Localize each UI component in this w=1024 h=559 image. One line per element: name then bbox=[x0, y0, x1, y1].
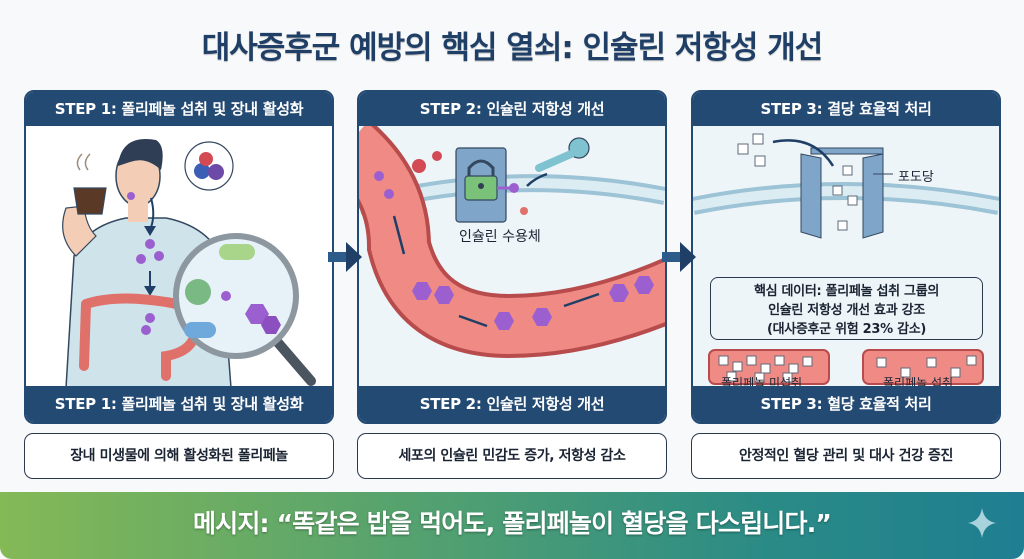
step-1-footer: STEP 1: 폴리페놀 섭취 및 장내 활성화 bbox=[26, 386, 332, 422]
key-data-line-1: 핵심 데이터: 폴리페놀 섭취 그룹의 bbox=[753, 284, 940, 299]
berries-icon bbox=[184, 141, 234, 191]
receptor-label: 인슐린 수용체 bbox=[459, 229, 541, 245]
step-2-footer: STEP 2: 인슐린 저항성 개선 bbox=[359, 386, 665, 422]
key-data-line-2: 인슐린 저항성 개선 효과 강조 bbox=[768, 303, 925, 318]
step-1-illustration bbox=[26, 126, 332, 389]
key-data-callout: 핵심 데이터: 폴리페놀 섭취 그룹의 인슐린 저항성 개선 효과 강조 (대사… bbox=[710, 277, 983, 340]
arrow-right-icon bbox=[662, 242, 696, 272]
coffee-cup-icon bbox=[62, 153, 107, 257]
glucose-label: 포도당 bbox=[898, 170, 934, 185]
key-icon bbox=[535, 137, 590, 172]
step-3-panel: STEP 3: 결당 효율적 처리 bbox=[691, 90, 1001, 424]
glucose-cube-icon bbox=[737, 133, 858, 231]
magnifier-icon bbox=[173, 233, 316, 386]
step-1-caption: 장내 미생물에 의해 활성화된 폴리페놀 bbox=[24, 433, 334, 479]
message-text: 메시지: “똑같은 밥을 먹어도, 폴리페놀이 혈당을 다스립니다.” bbox=[192, 509, 832, 538]
message-banner: 메시지: “똑같은 밥을 먹어도, 폴리페놀이 혈당을 다스립니다.” bbox=[0, 492, 1024, 559]
sparkle-icon bbox=[968, 508, 996, 538]
step-1-header: STEP 1: 폴리페놀 섭취 및 장내 활성화 bbox=[26, 92, 332, 126]
step-2-caption: 세포의 인슐린 민감도 증가, 저항성 감소 bbox=[357, 433, 667, 479]
step-3-caption: 안정적인 혈당 관리 및 대사 건강 증진 bbox=[691, 433, 1001, 479]
arrow-right-icon bbox=[328, 242, 362, 272]
door-icon bbox=[800, 147, 884, 239]
bacteria-icon bbox=[184, 244, 255, 338]
step-3-header: STEP 3: 결당 효율적 처리 bbox=[693, 92, 999, 126]
step-1-panel: STEP 1: 폴리페놀 섭취 및 장내 활성화 bbox=[24, 90, 334, 424]
step-3-footer: STEP 3: 혈당 효율적 처리 bbox=[693, 386, 999, 422]
lock-icon bbox=[455, 147, 519, 223]
step-2-panel: STEP 2: 인슐린 저항성 개선 bbox=[357, 90, 667, 424]
step-2-illustration: 인슐린 수용체 bbox=[359, 119, 665, 388]
key-data-line-3: (대사증후군 위험 23% 감소) bbox=[766, 322, 927, 337]
step-2-header: STEP 2: 인슐린 저항성 개선 bbox=[359, 92, 665, 126]
step-3-illustration: 포도당 핵심 데이터: 폴리페놀 섭취 그룹의 인슐린 저항성 개선 효과 강조… bbox=[693, 126, 999, 390]
page-title: 대사증후군 예방의 핵심 열쇠: 인슐린 저항성 개선 bbox=[201, 30, 824, 66]
